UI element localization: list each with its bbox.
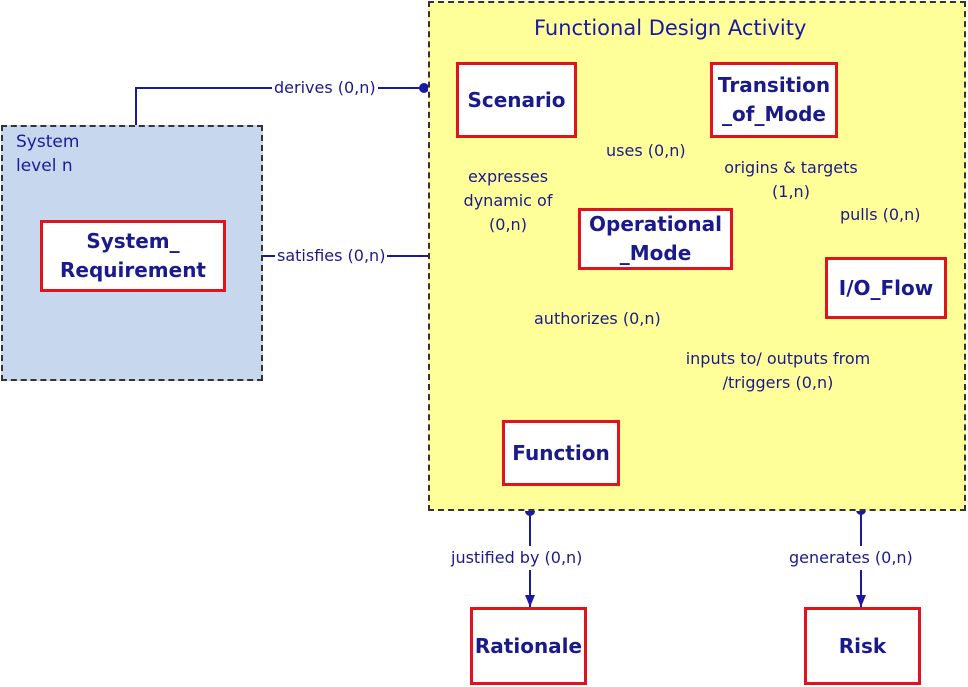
relation-pulls-label: pulls (0,n) [838, 203, 923, 227]
entity-function[interactable]: Function [502, 420, 620, 486]
relation-justified-by-label: justified by (0,n) [449, 546, 585, 570]
derives-endpoint-dot [419, 83, 429, 93]
entity-risk[interactable]: Risk [804, 607, 921, 685]
generates-arrowhead [856, 595, 866, 607]
relation-derives-label: derives (0,n) [272, 76, 378, 100]
relation-authorizes-label: authorizes (0,n) [532, 307, 663, 331]
entity-io-flow[interactable]: I/O_Flow [825, 257, 947, 319]
relation-inputs-outputs-label: inputs to/ outputs from /triggers (0,n) [660, 347, 896, 395]
entity-transition-of-mode[interactable]: Transition _of_Mode [710, 62, 838, 138]
relation-satisfies-label: satisfies (0,n) [275, 244, 388, 268]
relation-expresses-label: expresses dynamic of (0,n) [446, 165, 570, 237]
entity-operational-mode[interactable]: Operational _Mode [578, 208, 733, 270]
functional-design-title: Functional Design Activity [534, 16, 807, 40]
entity-scenario[interactable]: Scenario [456, 62, 577, 138]
relation-generates-label: generates (0,n) [787, 546, 915, 570]
relation-origins-targets-label: origins & targets (1,n) [703, 156, 879, 204]
relation-uses-label: uses (0,n) [604, 139, 688, 163]
entity-system-requirement[interactable]: System_ Requirement [40, 220, 226, 292]
system-level-label: System level n [16, 132, 80, 176]
justified-by-arrowhead [525, 595, 535, 607]
entity-rationale[interactable]: Rationale [470, 607, 587, 685]
